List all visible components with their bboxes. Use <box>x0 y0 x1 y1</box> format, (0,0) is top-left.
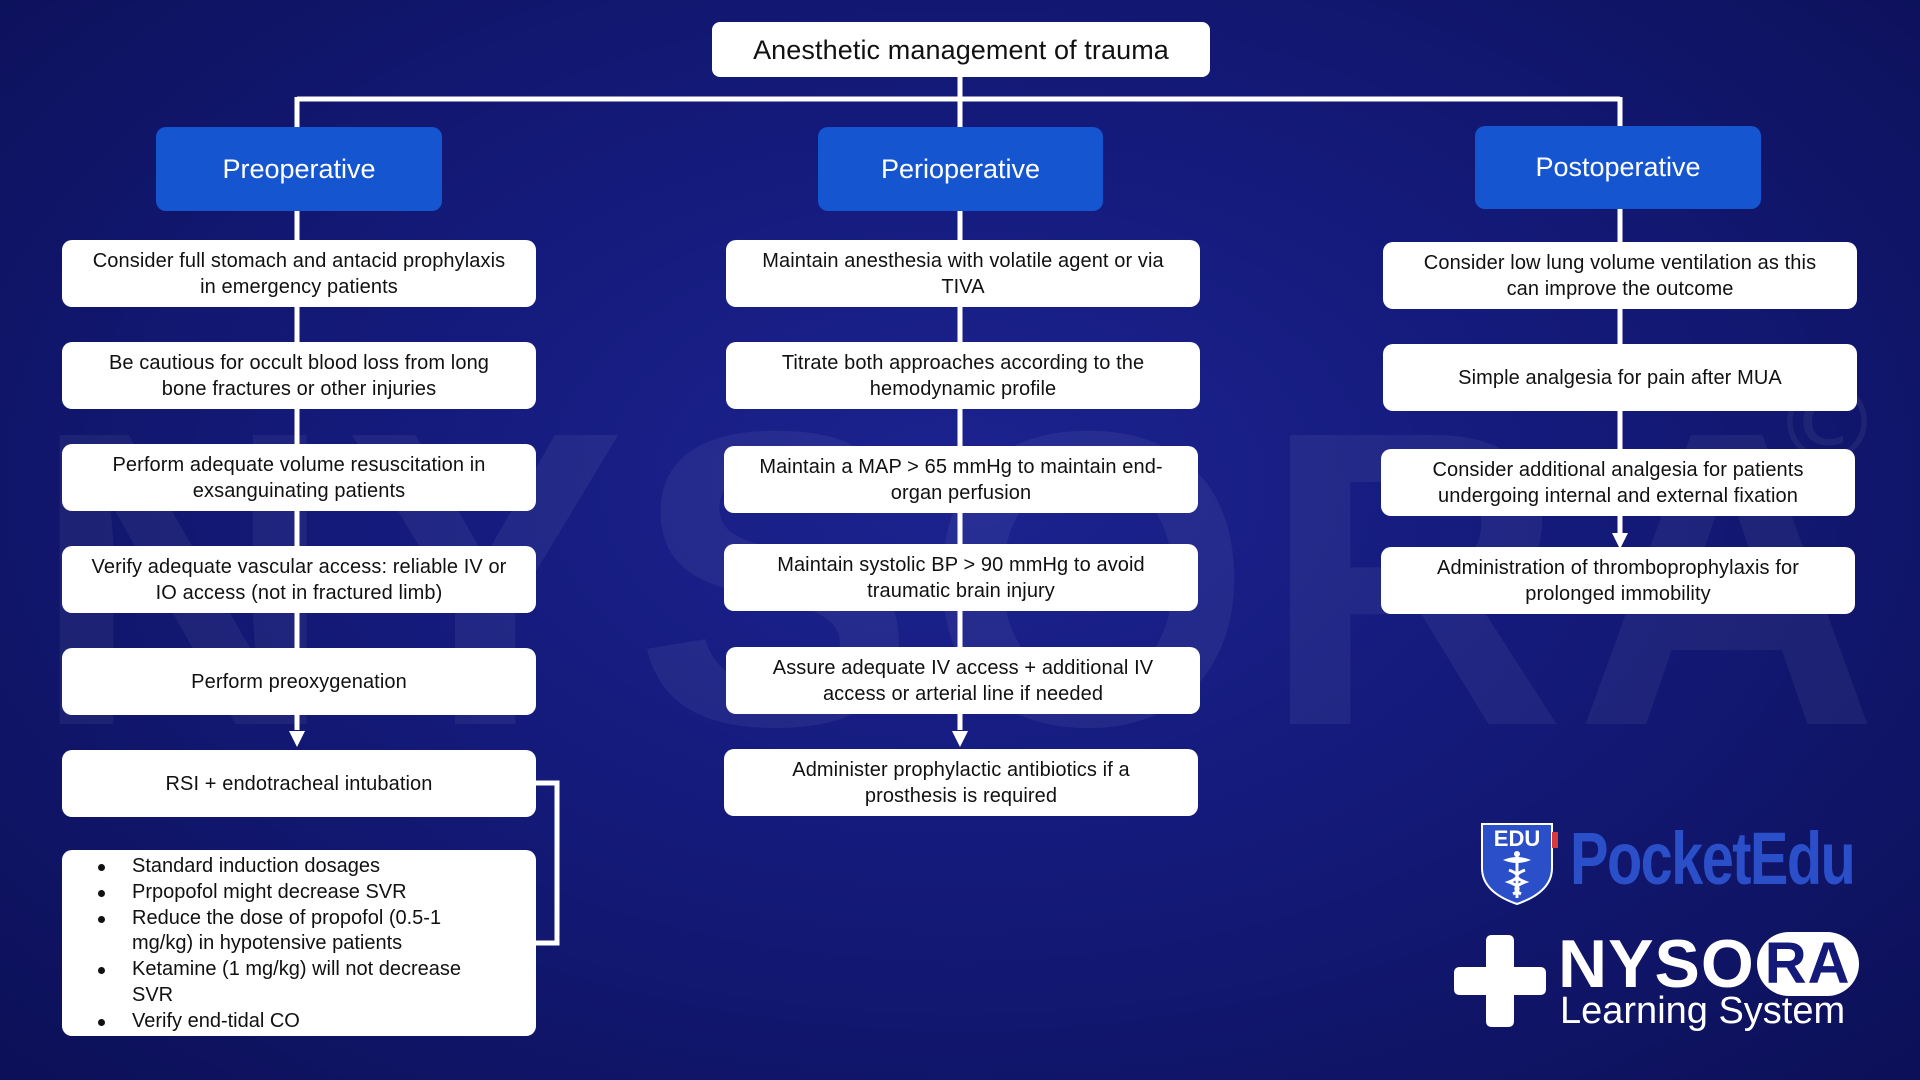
nysora-logo-text: NYSO RA <box>1558 930 1859 998</box>
postop-step-2-text: Simple analgesia for pain after MUA <box>1458 366 1782 389</box>
postop-step-3-text: Consider additional analgesia for patien… <box>1432 458 1804 507</box>
induction-bullet-1: Standard induction dosages <box>98 854 506 880</box>
pocketedu-logo-text: PocketEdu <box>1570 817 1856 900</box>
preop-step-3: Perform adequate volume resuscitation in… <box>62 444 536 511</box>
induction-bullet-2: Prpopofol might decrease SVR <box>98 880 506 906</box>
caduceus-shield-icon: EDU <box>1481 823 1558 906</box>
periop-step-1: Maintain anesthesia with volatile agent … <box>726 240 1200 307</box>
periop-step-6-text: Administer prophylactic antibiotics if a… <box>792 758 1130 807</box>
arrow-to-thromboprophylaxis <box>1612 533 1628 549</box>
periop-step-4: Maintain systolic BP > 90 mmHg to avoid … <box>724 544 1198 611</box>
periop-step-5: Assure adequate IV access + additional I… <box>726 647 1200 714</box>
preop-step-5: Perform preoxygenation <box>62 648 536 715</box>
periop-step-2: Titrate both approaches according to the… <box>726 342 1200 409</box>
preop-step-5-text: Perform preoxygenation <box>191 670 407 693</box>
periop-step-5-text: Assure adequate IV access + additional I… <box>772 656 1154 705</box>
nysora-cross-icon <box>1454 935 1546 1032</box>
postop-step-2: Simple analgesia for pain after MUA <box>1383 344 1857 411</box>
arrow-to-antibiotics <box>952 731 968 747</box>
header-perioperative-label: Perioperative <box>880 153 1041 184</box>
postop-step-1-text: Consider low lung volume ventilation as … <box>1423 251 1817 300</box>
diagram-title: Anesthetic management of trauma <box>753 34 1169 65</box>
periop-step-4-text: Maintain systolic BP > 90 mmHg to avoid … <box>777 553 1145 602</box>
nysora-logo-main: NYSO <box>1558 926 1755 1002</box>
postop-step-4-text: Administration of thromboprophylaxis for… <box>1437 556 1799 605</box>
header-postoperative: Postoperative <box>1475 126 1761 209</box>
induction-bullet-3: Reduce the dose of propofol (0.5-1 mg/kg… <box>98 906 506 958</box>
learning-system-text: Learning System <box>1560 990 1846 1032</box>
nysora-logo-ra: RA <box>1756 932 1859 996</box>
header-postoperative-label: Postoperative <box>1535 152 1701 182</box>
preop-step-1-text: Consider full stomach and antacid prophy… <box>92 249 506 298</box>
periop-step-3: Maintain a MAP > 65 mmHg to maintain end… <box>724 446 1198 513</box>
preop-step-6-text: RSI + endotracheal intubation <box>165 772 433 795</box>
preop-step-4: Verify adequate vascular access: reliabl… <box>62 546 536 613</box>
periop-step-1-text: Maintain anesthesia with volatile agent … <box>762 249 1164 298</box>
preop-step-3-text: Perform adequate volume resuscitation in… <box>112 453 486 502</box>
edu-shield-logo: EDU <box>1478 820 1560 911</box>
periop-step-3-text: Maintain a MAP > 65 mmHg to maintain end… <box>759 455 1163 504</box>
postop-step-1: Consider low lung volume ventilation as … <box>1383 242 1857 309</box>
induction-bullet-5: Verify end-tidal CO <box>98 1009 506 1035</box>
header-perioperative: Perioperative <box>818 127 1103 211</box>
preop-step-2-text: Be cautious for occult blood loss from l… <box>108 351 490 400</box>
diagram-title-box: Anesthetic management of trauma <box>712 22 1210 77</box>
preop-step-4-text: Verify adequate vascular access: reliabl… <box>91 555 507 604</box>
preop-step-2: Be cautious for occult blood loss from l… <box>62 342 536 409</box>
preop-step-6: RSI + endotracheal intubation <box>62 750 536 817</box>
postop-step-3: Consider additional analgesia for patien… <box>1381 449 1855 516</box>
preop-induction-details: Standard induction dosages Prpopofol mig… <box>62 850 536 1036</box>
periop-step-2-text: Titrate both approaches according to the… <box>781 351 1145 400</box>
postop-step-4: Administration of thromboprophylaxis for… <box>1381 547 1855 614</box>
connector-rsi-bracket <box>536 780 560 946</box>
header-preoperative: Preoperative <box>156 127 442 211</box>
header-preoperative-label: Preoperative <box>222 153 376 184</box>
arrow-to-rsi <box>289 731 305 747</box>
induction-bullet-list: Standard induction dosages Prpopofol mig… <box>94 854 506 1035</box>
svg-text:EDU: EDU <box>1494 826 1540 851</box>
preop-step-1: Consider full stomach and antacid prophy… <box>62 240 536 307</box>
periop-step-6: Administer prophylactic antibiotics if a… <box>724 749 1198 816</box>
induction-bullet-4: Ketamine (1 mg/kg) will not decrease SVR <box>98 957 506 1009</box>
